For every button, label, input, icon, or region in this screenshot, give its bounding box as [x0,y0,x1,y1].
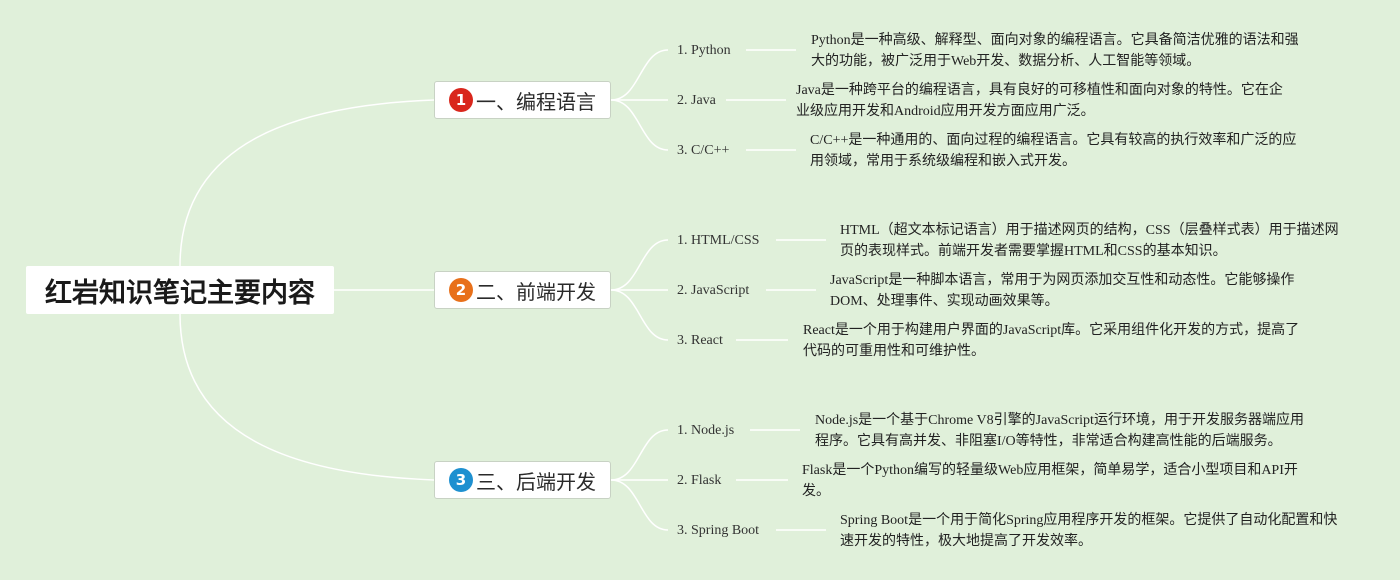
root-title: 红岩知识笔记主要内容 [45,277,315,309]
leaf-topic-javascript[interactable]: 2. JavaScript [677,283,750,298]
leaf-topic-python[interactable]: 1. Python [677,43,731,58]
leaf-topic-nodejs[interactable]: 1. Node.js [677,423,735,438]
leaf-description: Node.js是一个基于Chrome V8引擎的JavaScript运行环境，用… [815,413,1304,449]
branch-title: 二、前端开发 [476,279,596,304]
connector-branch-1-leaf-3 [610,99,669,151]
leaf-description: React是一个用于构建用户界面的JavaScript库。它采用组件化开发的方式… [803,323,1300,359]
leaf-description: JavaScript是一种脚本语言，常用于为网页添加交互性和动态性。它能够操作D… [830,273,1295,309]
leaf-description: Spring Boot是一个用于简化Spring应用程序开发的框架。它提供了自动… [840,513,1338,549]
connector-branch-1-leaf-1 [610,49,669,101]
leaf-topic-spring-boot[interactable]: 3. Spring Boot [677,523,760,538]
connector-root-branch-1 [179,99,435,267]
number-badge-icon: 1 [449,88,473,112]
leaf-description: Python是一种高级、解释型、面向对象的编程语言。它具备简洁优雅的语法和强大的… [811,33,1299,69]
connector-branch-3-leaf-1 [610,429,669,481]
number-badge-icon: 2 [449,278,473,302]
connector-branch-2-leaf-1 [610,239,669,291]
branch-topic-frontend[interactable]: 2 二、前端开发 [434,271,611,309]
number-badge-icon: 3 [449,468,473,492]
connector-root-branch-3 [179,313,435,481]
branch-title: 三、后端开发 [476,469,596,494]
branch-topic-backend[interactable]: 3 三、后端开发 [434,461,611,499]
connector-branch-2-leaf-3 [610,289,669,341]
branch-topic-programming-languages[interactable]: 1 一、编程语言 [434,81,611,119]
leaf-topic-java[interactable]: 2. Java [677,93,716,108]
leaf-topic-flask[interactable]: 2. Flask [677,473,722,488]
leaf-description: HTML（超文本标记语言）用于描述网页的结构，CSS（层叠样式表）用于描述网页的… [840,223,1339,259]
leaf-description: C/C++是一种通用的、面向过程的编程语言。它具有较高的执行效率和广泛的应用领域… [810,133,1297,169]
leaf-topic-react[interactable]: 3. React [677,333,723,348]
root-topic[interactable]: 红岩知识笔记主要内容 [26,266,334,314]
branch-title: 一、编程语言 [476,89,596,114]
leaf-description: Flask是一个Python编写的轻量级Web应用框架，简单易学，适合小型项目和… [802,463,1298,499]
leaf-description: Java是一种跨平台的编程语言，具有良好的可移植性和面向对象的特性。它在企业级应… [796,83,1283,119]
connector-branch-3-leaf-3 [610,479,669,531]
leaf-topic-c-cpp[interactable]: 3. C/C++ [677,143,730,158]
leaf-topic-html-css[interactable]: 1. HTML/CSS [677,233,760,248]
